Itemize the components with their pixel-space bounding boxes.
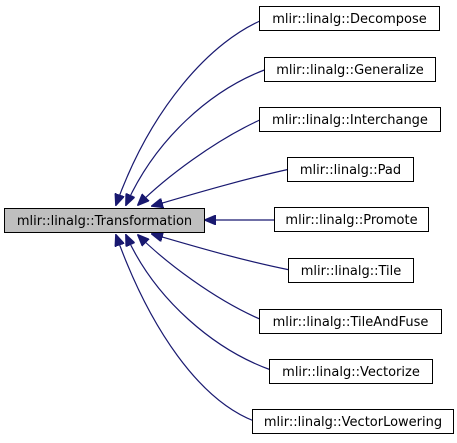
edge-tileandfuse	[138, 235, 263, 321]
derived-node-pad[interactable]: mlir::linalg::Pad	[287, 157, 414, 182]
derived-node-vectorlowering[interactable]: mlir::linalg::VectorLowering	[252, 409, 454, 434]
node-label: mlir::linalg::TileAndFuse	[273, 315, 429, 330]
derived-node-tile[interactable]: mlir::linalg::Tile	[288, 258, 414, 283]
derived-node-generalize[interactable]: mlir::linalg::Generalize	[264, 57, 436, 82]
node-label: mlir::linalg::Tile	[301, 264, 402, 279]
node-box	[264, 57, 436, 82]
derived-node-promote[interactable]: mlir::linalg::Promote	[274, 207, 429, 232]
base-class-node[interactable]: mlir::linalg::Transformation	[4, 208, 205, 233]
node-box	[259, 6, 440, 31]
base-class-box	[4, 208, 205, 233]
node-box	[287, 157, 414, 182]
edge-decompose	[116, 17, 268, 205]
edge-pad	[152, 168, 291, 206]
edge-vectorize	[126, 235, 272, 371]
node-label: mlir::linalg::Pad	[300, 163, 401, 178]
node-box	[259, 309, 442, 334]
node-box	[259, 107, 441, 132]
node-box	[269, 359, 433, 384]
edge-vectorlowering	[116, 235, 255, 422]
edge-interchange	[138, 118, 263, 205]
derived-node-interchange[interactable]: mlir::linalg::Interchange	[259, 107, 441, 132]
edge-generalize	[126, 68, 268, 205]
node-box	[274, 207, 429, 232]
node-label: mlir::linalg::VectorLowering	[264, 415, 442, 430]
edge-tile	[152, 234, 291, 271]
node-label: mlir::linalg::Interchange	[272, 113, 428, 128]
node-label: mlir::linalg::Vectorize	[282, 365, 420, 380]
base-class-label: mlir::linalg::Transformation	[17, 214, 192, 229]
node-box	[252, 409, 454, 434]
node-label: mlir::linalg::Generalize	[276, 63, 423, 78]
derived-node-vectorize[interactable]: mlir::linalg::Vectorize	[269, 359, 433, 384]
node-label: mlir::linalg::Decompose	[272, 12, 427, 27]
node-box	[288, 258, 414, 283]
node-label: mlir::linalg::Promote	[285, 213, 417, 228]
derived-node-decompose[interactable]: mlir::linalg::Decompose	[259, 6, 440, 31]
derived-node-tileandfuse[interactable]: mlir::linalg::TileAndFuse	[259, 309, 442, 334]
inheritance-edges	[116, 17, 291, 422]
